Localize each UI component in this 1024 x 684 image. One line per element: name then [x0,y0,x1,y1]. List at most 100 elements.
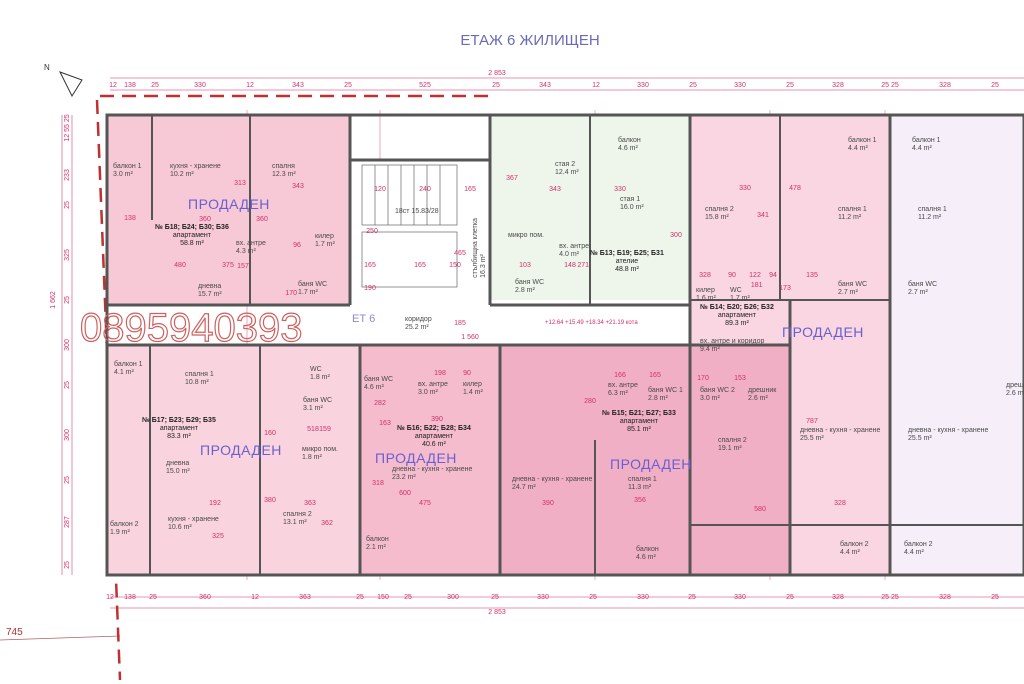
dimension-bottom: 300 [447,594,459,601]
dimension-bottom: 138 [124,594,136,601]
dimension-bottom: 12 [251,594,259,601]
room-area: 2.6 m² [748,395,768,402]
room-name: спалня 2 [705,206,734,213]
dimension-interior: 518 [307,426,319,433]
dimension-top: 25 [344,82,352,89]
dimension-interior: 375 [222,262,234,269]
room-area: 4.6 m² [636,554,656,561]
room-area: 4.4 m² [912,145,932,152]
dimension-interior: 271 [577,262,589,269]
dimension-interior: 465 [454,250,466,257]
room-name: баня WC [515,279,545,286]
dimension-interior: 475 [419,500,431,507]
dimension-interior: 328 [834,500,846,507]
room-area: 1.8 m² [310,374,330,381]
dimension-interior: 165 [464,186,476,193]
room-name: вх. антре [418,381,448,388]
dimension-interior: 325 [212,533,224,540]
dimension-left: 12 55 25 [64,114,71,142]
room-name: кухня - хранене [168,516,219,523]
sold-status-badge: ПРОДАДЕН [782,324,864,340]
room-area: 11.2 m² [838,214,862,221]
staircase [361,164,458,288]
room-name: дневна [198,283,222,290]
room-area: 25.5 m² [908,435,932,442]
dimension-interior: 390 [431,416,443,423]
apartment-type: ателие [615,258,639,265]
room-name: спалня 1 [185,371,214,378]
dimension-interior: 280 [584,398,596,405]
dimension-interior: 600 [399,490,411,497]
apartment-area: 58.8 m² [180,240,204,247]
room-name: спалня 1 [838,206,867,213]
room-name: килер [696,287,715,294]
dimension-interior: 343 [549,186,561,193]
room-label: микро пом. [508,232,544,240]
room-name: балкон 2 [840,541,869,548]
dimension-interior: 341 [757,212,769,219]
dimension-bottom: 25 [991,594,999,601]
room-name: кухня - хранене [170,163,221,170]
dimension-interior: 356 [634,497,646,504]
dimension-top: 12 [246,82,254,89]
apartment-label: № Б15; Б21; Б27; Б33 [602,410,676,417]
dimension-interior: 122 [749,272,761,279]
dimension-top: 25 [991,82,999,89]
dimension-bottom: 328 [832,594,844,601]
sold-status-badge: ПРОДАДЕН [375,450,457,466]
dimension-top: 25 25 [881,82,899,89]
dimension-top: 25 [151,82,159,89]
room-name: балкон [636,546,659,553]
dimension-interior: 181 [750,282,763,289]
room-area: 9.4 m² [700,346,720,353]
sold-status-badge: ПРОДАДЕН [200,442,282,458]
room-name: баня WC [303,397,333,404]
room-area: 1.4 m² [463,389,483,396]
room-area: 1.8 m² [302,454,322,461]
dimension-left: 25 [64,381,71,389]
apartment-label: № Б18; Б24; Б30; Б36 [155,224,229,231]
room-area: 25.5 m² [800,435,824,442]
dimension-interior: 90 [463,370,471,377]
dimension-interior: 330 [739,185,751,192]
apartment-area: 83.3 m² [167,433,191,440]
room-name: балкон 2 [904,541,933,548]
room-area: 1.9 m² [110,529,130,536]
dimension-interior: 138 [124,215,136,222]
sold-status-badge: ПРОДАДЕН [188,196,270,212]
dimension-bottom: 150 [377,594,389,601]
dimension-interior: 360 [256,216,268,223]
room-area: 11.2 m² [918,214,942,221]
room-name: дневна [166,460,190,467]
dimension-top: 25 [786,82,794,89]
room-name: баня WC 1 [648,387,683,394]
room-name: микро пом. [508,232,544,239]
total-width-bottom: 2 853 [488,609,506,616]
dimension-top: 328 [939,82,951,89]
dimension-top: 138 [124,82,136,89]
dimension-interior: 300 [670,232,682,239]
apartment-area: 48.8 m² [615,266,639,273]
room-area: 2.6 m² [1006,390,1024,397]
